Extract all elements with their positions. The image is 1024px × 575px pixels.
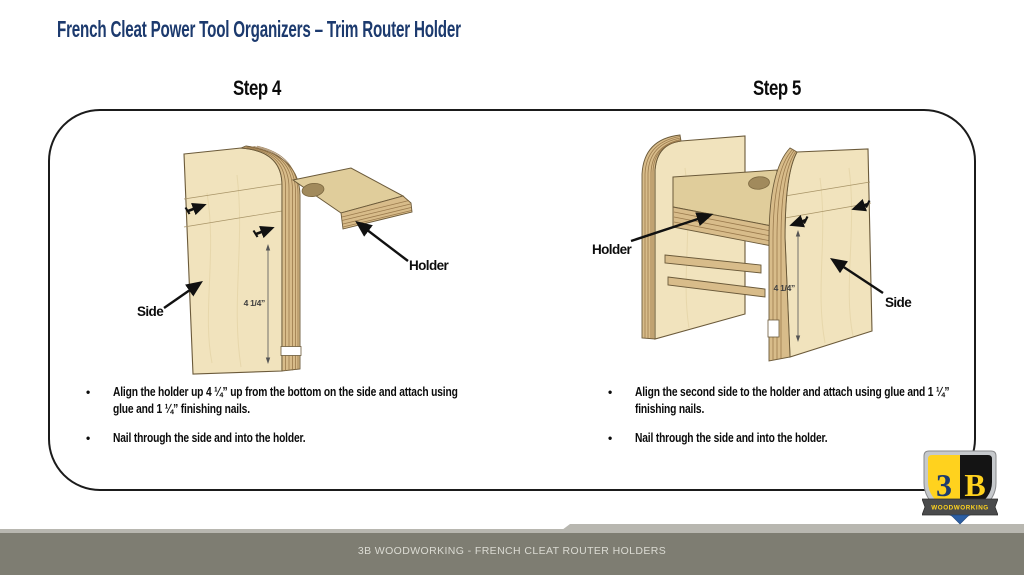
svg-text:B: B bbox=[964, 467, 985, 503]
holder-callout: Holder bbox=[355, 220, 450, 273]
page-title: French Cleat Power Tool Organizers – Tri… bbox=[57, 16, 461, 42]
list-item: • Align the holder up 4 ¼” up from the b… bbox=[86, 384, 558, 417]
bullet-text: Nail through the side and into the holde… bbox=[113, 431, 306, 445]
step5-bullet-list: • Align the second side to the holder an… bbox=[608, 384, 1024, 460]
footer-accent-ribbon bbox=[558, 524, 1024, 533]
list-item: • Nail through the side and into the hol… bbox=[608, 430, 1024, 447]
nail-icon bbox=[851, 198, 871, 212]
bullet-marker: • bbox=[608, 385, 613, 399]
holder-callout: Holder bbox=[592, 212, 714, 257]
content-panel-border bbox=[48, 109, 976, 491]
plywood-edge bbox=[240, 145, 302, 372]
bullet-marker: • bbox=[86, 431, 91, 445]
svg-text:3: 3 bbox=[936, 467, 952, 503]
side-panel bbox=[183, 145, 302, 375]
nail-icon bbox=[789, 214, 809, 228]
logo-banner: WOODWORKING bbox=[922, 498, 998, 525]
router-hole bbox=[301, 182, 325, 198]
dimension-label: 4 1/4” bbox=[244, 298, 265, 308]
cleat-notch bbox=[767, 319, 780, 338]
bullet-text: Align the second side to the holder and … bbox=[635, 385, 950, 416]
cleat-rails bbox=[664, 254, 766, 298]
callout-arrow bbox=[829, 258, 884, 295]
step4-bullet-list: • Align the holder up 4 ¼” up from the b… bbox=[86, 384, 558, 460]
callout-arrow bbox=[355, 220, 409, 262]
footer-accent-line bbox=[0, 529, 1024, 533]
logo-banner-text: WOODWORKING bbox=[931, 505, 988, 512]
near-side-panel: 4 1/4” bbox=[767, 147, 873, 362]
cleat-notch bbox=[280, 346, 302, 356]
holder-label: Holder bbox=[592, 242, 633, 257]
dimension-annotation: 4 1/4” bbox=[244, 244, 271, 364]
bullet-marker: • bbox=[608, 431, 613, 445]
bullet-text: Align the holder up 4 ¼” up from the bot… bbox=[113, 385, 458, 416]
nail-icon bbox=[252, 225, 275, 239]
brand-logo: 3 B WOODWORKING bbox=[922, 450, 998, 525]
step4-heading: Step 4 bbox=[232, 77, 282, 100]
list-item: • Align the second side to the holder an… bbox=[608, 384, 1024, 417]
holder-shelf bbox=[291, 167, 413, 230]
footer-text: 3B WOODWORKING - FRENCH CLEAT ROUTER HOL… bbox=[357, 545, 667, 557]
step4-figure: 4 1/4” Side Holder bbox=[137, 145, 450, 375]
step5-figure: 4 1/4” Holder Side bbox=[592, 134, 913, 362]
nail-icon bbox=[184, 202, 207, 216]
router-hole bbox=[748, 176, 770, 190]
callout-arrow bbox=[630, 212, 714, 243]
list-item: • Nail through the side and into the hol… bbox=[86, 430, 558, 447]
logo-shield: 3 B bbox=[923, 450, 997, 520]
plywood-edge bbox=[641, 134, 682, 340]
callout-arrow bbox=[163, 280, 203, 309]
plywood-edge bbox=[767, 147, 798, 362]
bullet-text: Nail through the side and into the holde… bbox=[635, 431, 828, 445]
footer-bar: 3B WOODWORKING - FRENCH CLEAT ROUTER HOL… bbox=[0, 533, 1024, 575]
dimension-annotation: 4 1/4” bbox=[774, 230, 801, 342]
side-callout: Side bbox=[829, 258, 913, 310]
side-label: Side bbox=[137, 304, 164, 319]
holder-label: Holder bbox=[409, 258, 450, 273]
step5-heading: Step 5 bbox=[752, 77, 802, 100]
side-label: Side bbox=[885, 295, 912, 310]
logo-monogram: 3 B bbox=[936, 467, 986, 503]
side-callout: Side bbox=[137, 280, 203, 319]
dimension-label: 4 1/4” bbox=[774, 283, 795, 293]
bullet-marker: • bbox=[86, 385, 91, 399]
